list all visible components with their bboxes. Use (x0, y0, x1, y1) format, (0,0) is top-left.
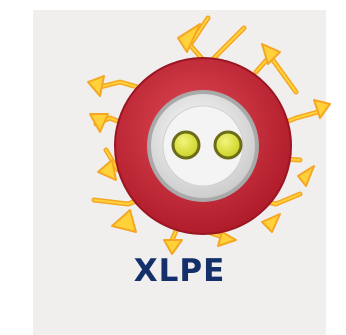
conductor-left (171, 130, 201, 160)
heat-arrow (253, 43, 299, 95)
xlpe-label: XLPE (133, 253, 226, 289)
heat-arrow (211, 25, 247, 61)
conductor-right (213, 130, 243, 160)
heat-arrow (177, 15, 211, 65)
inner-insulation (162, 105, 244, 187)
